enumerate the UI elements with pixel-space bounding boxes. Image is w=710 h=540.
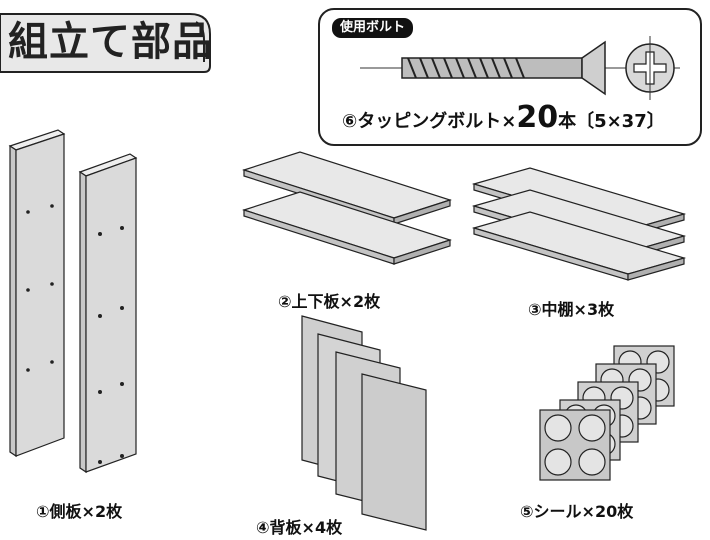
seal-sheet-1 [539, 409, 611, 481]
part-label-top-bottom-board: ②上下板×2枚 [278, 292, 381, 311]
middle-shelf-3 [471, 211, 687, 281]
part-label-back-panel: ④背板×4枚 [256, 518, 343, 537]
side-panel-left [8, 129, 66, 458]
top-bottom-board-2 [242, 191, 452, 265]
side-panel-right [78, 153, 138, 474]
page-title: 組立て部品 [8, 19, 213, 65]
bolt-info-box: 使用ボルト ⑥タッピングボルト×20本〔5×37〕 [318, 8, 702, 146]
bolt-caption-count: 20 [516, 100, 559, 135]
bolt-caption-prefix: ⑥タッピングボルト× [342, 111, 517, 132]
part-label-side-panel: ①側板×2枚 [36, 502, 123, 521]
part-label-seal: ⑤シール×20枚 [520, 502, 634, 521]
bolt-badge: 使用ボルト [332, 18, 414, 38]
back-panel-4 [361, 373, 427, 531]
bolt-illustration [360, 36, 680, 100]
part-label-middle-shelf: ③中棚×3枚 [528, 300, 615, 319]
bolt-caption: ⑥タッピングボルト×20本〔5×37〕 [342, 100, 665, 135]
bolt-caption-suffix: 本〔5×37〕 [558, 111, 665, 132]
